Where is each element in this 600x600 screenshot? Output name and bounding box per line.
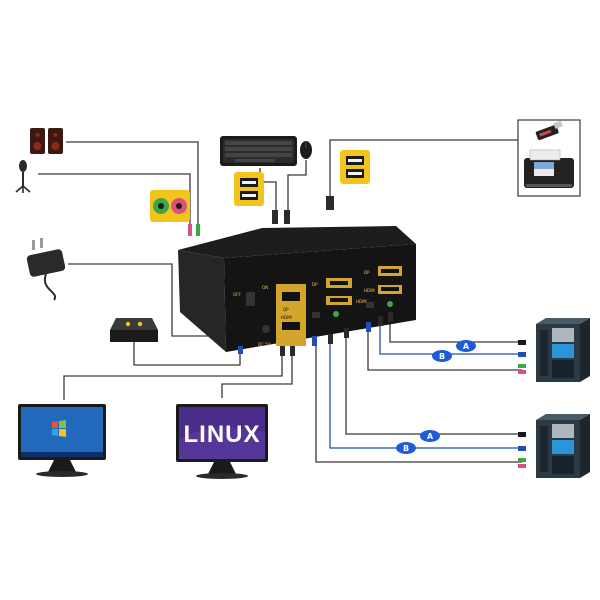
- monitor-left-cable: [63, 352, 283, 400]
- speaker-cable: [66, 141, 199, 232]
- pc1-usb-port: [312, 312, 320, 318]
- pc-tower-2: [518, 414, 590, 478]
- port-label: DP: [283, 307, 289, 312]
- printer-icon: [524, 149, 574, 188]
- pc2-usb-cable: [345, 334, 522, 435]
- windows-logo-icon: [52, 420, 66, 437]
- badge-b-pc2: B: [396, 442, 416, 454]
- pc2-audio-cable: [315, 342, 522, 463]
- dc-jack: [262, 325, 270, 333]
- microphone-icon: [15, 160, 31, 193]
- power-adapter-icon: [26, 238, 66, 301]
- port-label: HDMI: [281, 315, 292, 320]
- port-label: HDMI: [364, 288, 375, 293]
- usb-port-tile-left-icon: [234, 172, 290, 224]
- speaker-icon: [30, 128, 63, 154]
- linux-screen-text: LINUX: [184, 421, 261, 448]
- pc2-audio-port: [387, 301, 393, 307]
- pc1-video-cable: [379, 322, 522, 355]
- hotkey-switch-icon: [110, 318, 158, 342]
- port-label: ON: [262, 285, 268, 290]
- badge-label: B: [403, 444, 409, 453]
- badge-label: A: [463, 342, 470, 351]
- port-label: OFF: [233, 292, 241, 297]
- hotkey-switch-cable: [133, 342, 241, 366]
- pc1-audio-port: [333, 311, 339, 317]
- printer-usb-box: [517, 119, 581, 197]
- badge-a-pc2: A: [420, 430, 440, 442]
- cables: [38, 139, 522, 463]
- monitor-left: [18, 404, 106, 477]
- pc1-audio-cable: [367, 330, 522, 371]
- monitor-right: LINUX: [176, 404, 268, 479]
- pc2-video-cable: [329, 340, 522, 449]
- badge-a-pc1: A: [456, 340, 476, 352]
- pc2-usb-port: [366, 302, 374, 308]
- mouse-cable: [287, 160, 307, 220]
- mouse-icon: [300, 141, 312, 159]
- audio-jacks-icon: [150, 190, 200, 236]
- port-label: DP: [364, 270, 370, 275]
- usb-printer-cable: [329, 139, 518, 210]
- port-label: DC 5V: [258, 342, 271, 347]
- badge-label: B: [439, 352, 445, 361]
- usb-port-tile-right-icon: [326, 150, 370, 210]
- monitor-right-cable: [221, 352, 293, 398]
- badge-b-pc1: B: [432, 350, 452, 362]
- pc1-usb-cable: [389, 318, 522, 343]
- pc-tower-1: [518, 318, 590, 382]
- keyboard-icon: [220, 136, 297, 166]
- power-toggle: [246, 292, 255, 306]
- badge-label: A: [427, 432, 434, 441]
- kvm-switch: OFF ON DC 5V DP HDMI DP HDMI DP HDMI: [178, 226, 416, 356]
- port-label: DP: [312, 282, 318, 287]
- output-dp-port: [282, 292, 300, 301]
- output-hdmi-port: [282, 322, 300, 330]
- port-label: HDMI: [356, 299, 367, 304]
- usb-flash-drive-icon: [535, 120, 563, 141]
